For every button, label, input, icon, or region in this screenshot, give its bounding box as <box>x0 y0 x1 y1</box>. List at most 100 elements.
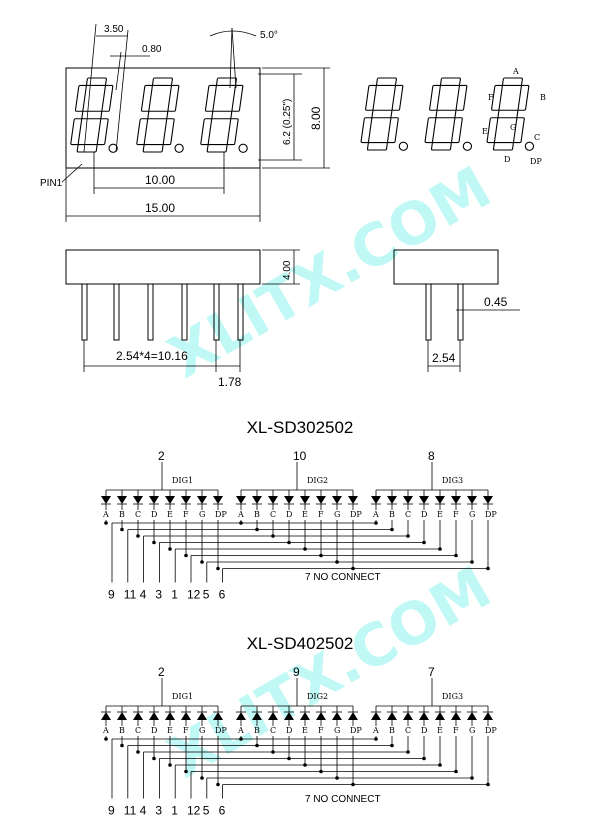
segment-label: F <box>453 726 459 735</box>
pin-number: 9 <box>108 804 115 818</box>
end-body <box>393 249 499 285</box>
diode-symbol <box>101 496 111 504</box>
diode-symbol <box>467 496 477 504</box>
seg-label-c: C <box>534 133 540 142</box>
junction-dot <box>200 776 204 780</box>
seg-label-g: G <box>510 123 516 132</box>
segment-legend: A B C D E F G DP <box>360 67 546 166</box>
junction-dot <box>200 560 204 564</box>
segment-label: D <box>421 726 427 735</box>
segment-label: DP <box>350 726 362 735</box>
digit-common-pin: 10 <box>293 449 307 463</box>
diode-symbol <box>451 496 461 504</box>
dim-slant-angle: 5.0° <box>260 30 278 41</box>
digit-common-pin: 7 <box>428 665 435 679</box>
junction-dot <box>136 750 140 754</box>
pin-number: 4 <box>140 804 147 818</box>
diode-symbol <box>435 712 445 720</box>
segment <box>101 84 114 112</box>
junction-dot <box>168 763 172 767</box>
pin-number: 9 <box>108 588 115 602</box>
junction-dot <box>184 769 188 774</box>
segment <box>517 84 530 111</box>
side-pins <box>81 283 244 341</box>
digit-common-pin: 2 <box>158 449 165 463</box>
end-view: 0.45 2.54 <box>393 249 520 372</box>
diode-symbol <box>419 712 429 720</box>
segment <box>440 77 461 87</box>
pin-number: 5 <box>203 588 210 602</box>
diode-symbol <box>300 496 310 504</box>
diode-symbol <box>284 712 294 720</box>
diode-symbol <box>181 496 191 504</box>
decimal-point <box>462 141 473 151</box>
diode-symbol <box>236 712 246 720</box>
segment <box>391 84 404 111</box>
segment-label: F <box>183 510 189 519</box>
digit-label: DIG2 <box>307 476 328 485</box>
diode-symbol <box>117 712 127 720</box>
dim-digit-pitch: 3.50 <box>104 24 124 35</box>
segment <box>147 110 169 120</box>
dim-side-pitch: 2.54 <box>432 351 456 365</box>
segment-label: C <box>135 726 141 735</box>
diode-symbol <box>403 712 413 720</box>
pin-number: 3 <box>155 588 162 602</box>
pin1-label: PIN1 <box>40 178 63 189</box>
segment <box>136 118 149 146</box>
end-pin <box>457 283 464 341</box>
segment-label: A <box>102 726 109 735</box>
seven-seg-digit <box>486 77 530 151</box>
segment <box>86 77 107 87</box>
segment-label: D <box>151 726 157 735</box>
junction-dot <box>120 743 124 748</box>
pin-number: 12 <box>187 804 201 818</box>
diode-symbol <box>435 496 445 504</box>
front-digits <box>70 77 248 153</box>
pin-number: 11 <box>124 588 137 602</box>
no-connect-note: 7 NO CONNECT <box>305 794 381 805</box>
segment-label: D <box>286 510 292 519</box>
segment <box>226 118 239 146</box>
junction-dot <box>136 534 140 538</box>
diode-symbol <box>483 496 493 504</box>
dim-depth: 4.00 <box>282 260 293 280</box>
seg-label-dp: DP <box>530 157 542 166</box>
segment-label: DP <box>215 726 227 735</box>
diode-symbol <box>387 496 397 504</box>
segment-label: D <box>151 510 157 519</box>
diode-symbol <box>101 712 111 720</box>
segment <box>152 77 173 87</box>
segment <box>167 84 180 112</box>
seven-seg-digit <box>424 77 468 151</box>
diode-symbol <box>268 496 278 504</box>
segment-label: C <box>405 510 411 519</box>
diode-symbol <box>316 712 326 720</box>
diode-symbol <box>236 496 246 504</box>
pin-number: 1 <box>171 804 178 818</box>
diode-symbol <box>483 712 493 720</box>
pin-number: 6 <box>219 804 226 818</box>
diode-symbol <box>371 496 381 504</box>
display-body <box>65 67 261 169</box>
pin-number: 11 <box>124 804 137 818</box>
segment <box>451 117 463 144</box>
diode-symbol <box>348 712 358 720</box>
segment-label: A <box>372 726 379 735</box>
dim-pin-width: 0.45 <box>484 295 508 309</box>
segment-label: A <box>102 510 109 519</box>
segment-label: C <box>270 510 276 519</box>
junction-dot <box>104 737 108 741</box>
dim-ext-line <box>229 27 233 89</box>
seg-label-e: E <box>482 127 488 136</box>
segment <box>486 117 499 144</box>
segment <box>216 77 237 87</box>
side-pin <box>147 283 154 341</box>
seg-label-a: A <box>512 67 519 76</box>
dim-body-height: 8.00 <box>309 106 323 130</box>
segment-label: DP <box>485 510 497 519</box>
segment-label: C <box>270 726 276 735</box>
segment <box>360 117 373 144</box>
